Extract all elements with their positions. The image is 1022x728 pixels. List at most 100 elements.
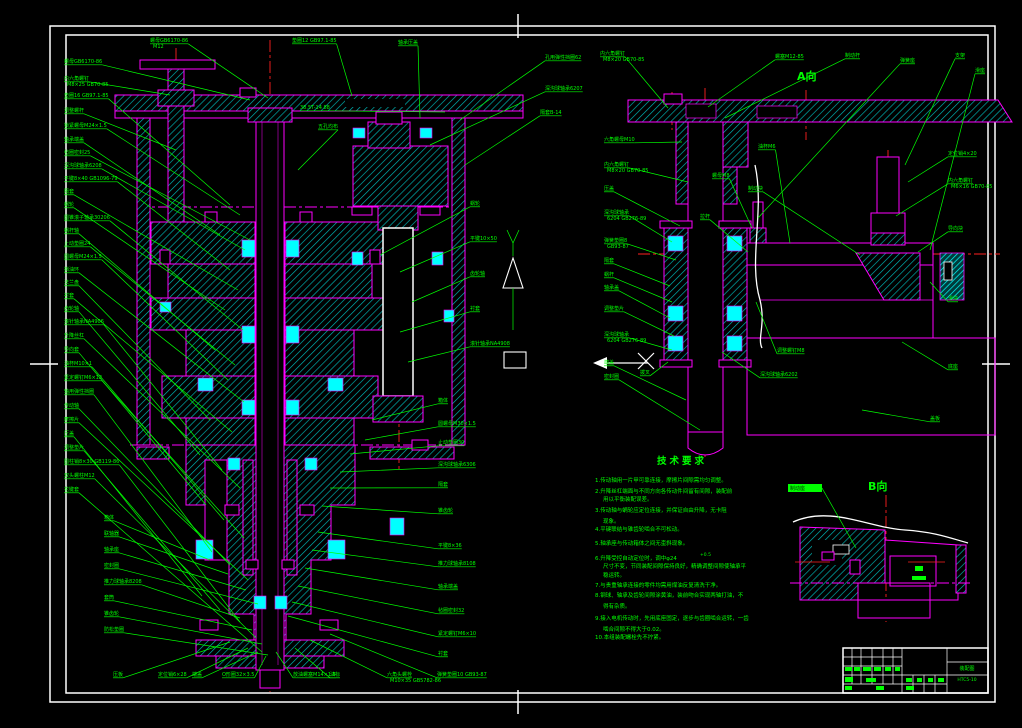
- leader-line: [628, 215, 673, 243]
- tech-requirement-line: 5.轴承座与传动箱体之间无歪斜现象。: [595, 539, 688, 547]
- leader-line: [628, 167, 689, 183]
- part-label: 孔用弹性挡圈62: [545, 54, 581, 61]
- part-label: 垫圈16 GB97.1-85: [64, 92, 109, 99]
- part-label: 导向套: [64, 346, 79, 353]
- part-label: 轴承压盖: [398, 39, 418, 46]
- leader-line: [88, 81, 171, 96]
- small-fittings: [159, 87, 441, 631]
- tech-requirement-line: 2.升降丝杠端面与不同方向各传动件间留有间隙，装配前: [595, 487, 733, 495]
- leader-line: [429, 91, 546, 146]
- part-label: 衬套: [438, 650, 448, 657]
- leader-line: [78, 422, 249, 581]
- part-label: 摩擦片: [64, 416, 79, 423]
- leader-line: [627, 243, 677, 261]
- part-label: 锁紧螺母M24×1.5: [64, 122, 107, 129]
- part-label: 联轴器: [104, 530, 119, 537]
- technical-requirements: 技术要求 +0.5 1.传动轴用一片甲可靠连接，摩擦片间隙需均匀调整。2.升降丝…: [595, 455, 749, 641]
- part-label: 压板: [113, 671, 123, 678]
- leader-line: [309, 639, 388, 679]
- part-label: 推力球轴承8208: [104, 578, 142, 585]
- leader-line: [118, 552, 247, 591]
- part-label: 导向块: [948, 225, 963, 232]
- view-a-label: A向: [797, 69, 817, 83]
- part-label: 平键8×40 GB1096-79: [64, 175, 118, 182]
- leader-line: [613, 277, 673, 303]
- part-label: 拨叉: [640, 369, 650, 376]
- part-label: 密封圈: [604, 373, 619, 380]
- part-label: 花键套: [64, 486, 79, 493]
- leader-line: [762, 191, 861, 256]
- tech-requirement-line: 8.钢球、轴承及齿轮间隙涂黄油，装前吻合实现两轴打油，不: [595, 591, 744, 599]
- tech-requirements-title: 技术要求: [657, 455, 707, 467]
- leader-line: [291, 601, 439, 638]
- part-label: 端盖: [604, 359, 614, 366]
- part-label: 挡油环: [64, 266, 79, 273]
- part-label: 滑座: [975, 67, 985, 74]
- part-label: 推力球轴承8108: [438, 560, 476, 567]
- part-label: 轴承端盖: [64, 136, 84, 143]
- section-view-b: B向: [790, 479, 970, 622]
- leader-line: [123, 632, 269, 656]
- leader-line: [929, 73, 976, 251]
- leader-line: [297, 585, 439, 615]
- part-label: 平键10×50: [470, 235, 497, 242]
- part-label: 制动杆: [845, 52, 860, 59]
- leader-line: [861, 409, 931, 423]
- leader-line: [329, 633, 438, 679]
- leader-line: [297, 129, 339, 171]
- part-label: 轴承座: [104, 546, 119, 553]
- leader-line: [101, 259, 229, 381]
- part-label: 紧定螺钉M6×12: [64, 374, 102, 381]
- leader-line: [634, 141, 683, 144]
- leader-line: [613, 263, 671, 287]
- part-label: 衬套: [470, 305, 480, 312]
- leader-line: [364, 426, 439, 441]
- leader-line: [613, 191, 681, 227]
- part-label: 支架: [955, 52, 965, 59]
- part-label: 蜗轮: [64, 201, 74, 208]
- leader-line: [618, 379, 701, 431]
- leader-line: [294, 647, 331, 679]
- leader-line: [724, 58, 846, 119]
- leader-line: [399, 241, 471, 273]
- leader-line: [917, 231, 949, 253]
- part-label: 制动座: [790, 485, 805, 492]
- leader-line: [78, 311, 201, 456]
- part-label: 圆螺母M24×1.5: [64, 253, 102, 260]
- part-label: 隔套B-14: [540, 109, 562, 116]
- part-label: 双头螺柱M12: [64, 472, 95, 479]
- part-label: 齿轮轴: [64, 305, 79, 312]
- leader-line: [73, 436, 203, 597]
- leader-line: [895, 183, 949, 217]
- leader-line: [417, 45, 421, 119]
- leader-line: [379, 206, 471, 256]
- part-label: 油杯M10×1: [64, 360, 92, 367]
- leader-line: [901, 341, 949, 371]
- part-label: 深沟球轴承6208: [64, 162, 102, 169]
- part-label: 深沟球轴承6207: [545, 85, 583, 92]
- leader-line: [624, 56, 669, 109]
- part-label: O形圈32×3.5: [222, 671, 254, 678]
- leader-line: [311, 549, 439, 568]
- tech-requirement-line: 稳运转。: [603, 571, 625, 579]
- part-label: 隔套: [438, 481, 448, 488]
- part-label: 法兰盘: [64, 279, 79, 286]
- leader-line: [821, 487, 857, 549]
- leader-line: [78, 285, 211, 421]
- leader-line: [339, 467, 439, 473]
- tech-requirement-line: 尺寸不变，节同装配间隙保持良好，精确调整间隙使轴承平: [603, 562, 747, 570]
- part-label: 制动块: [748, 185, 763, 192]
- part-label: 防松垫圈: [104, 626, 124, 633]
- tech-requirement-line: 9.接入电机传动时，先用底座固定，逐步与齿圈啮合运转，一齿: [595, 614, 749, 622]
- part-label: 隔套: [64, 188, 74, 195]
- part-label-highlight: [788, 484, 822, 492]
- main-assembly-view: [114, 40, 524, 692]
- leader-line: [618, 290, 671, 319]
- part-label: 油杯M6: [758, 143, 776, 150]
- section-view-a: A向: [627, 69, 1013, 460]
- part-label: 蜗杆: [604, 271, 614, 278]
